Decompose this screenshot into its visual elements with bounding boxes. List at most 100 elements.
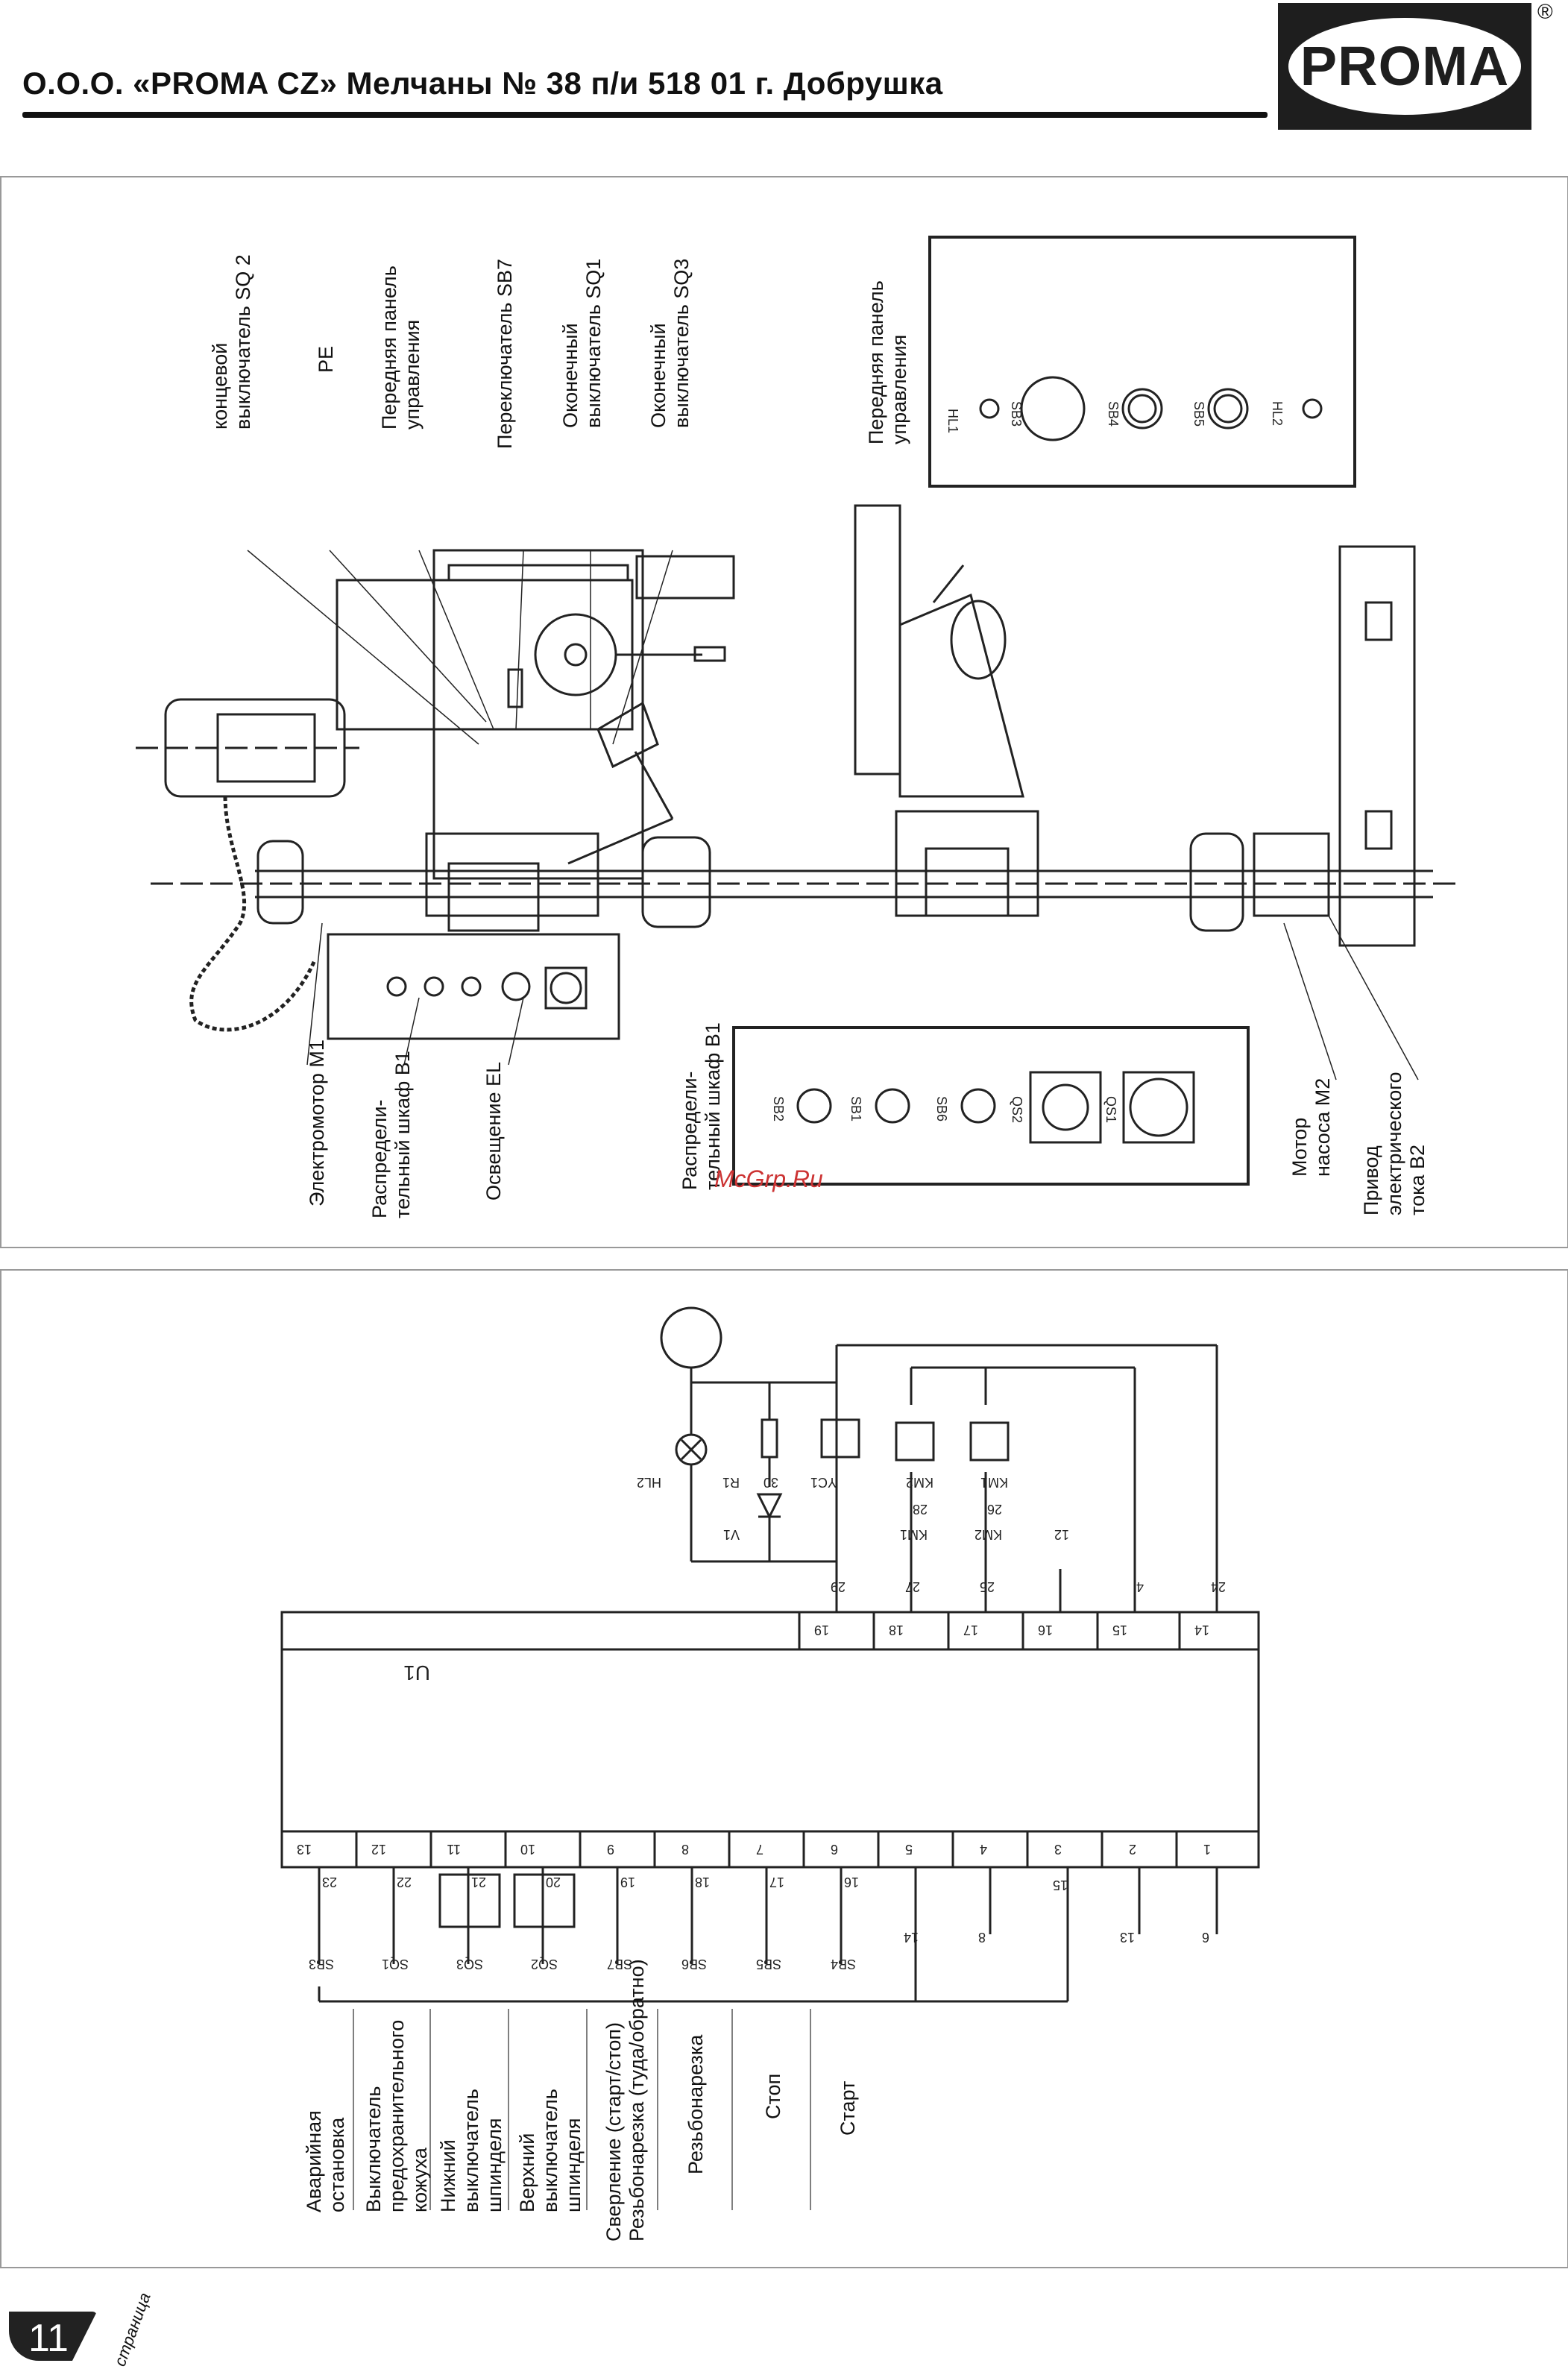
- module-label: U1: [403, 1661, 430, 1684]
- drawing-line: [680, 1438, 702, 1461]
- legend-upper-spindle-switch: Верхний выключатель шпинделя: [516, 2089, 585, 2212]
- drawing-circle: [796, 1088, 832, 1124]
- bottom-wire-10: 8: [978, 1930, 986, 1945]
- legend-2-line1: Нижний: [437, 2139, 459, 2212]
- drawing-line: [932, 564, 965, 603]
- top-wire-2: 27: [905, 1579, 920, 1594]
- drawing-circle: [1302, 398, 1323, 419]
- coupling-right: [1189, 832, 1244, 932]
- legend-lower-spindle-switch: Нижний выключатель шпинделя: [437, 2089, 506, 2212]
- drawing-circle: [1207, 388, 1249, 430]
- label-el-line1: Освещение EL: [482, 1061, 505, 1201]
- wiring-drawing: U1 19 18 17 16 15 14 29 27 25 12 4 24 13…: [280, 1306, 1260, 2210]
- coil-label-6: KM2: [906, 1475, 933, 1490]
- drawing-line: [1283, 922, 1337, 1080]
- drawing-circle: [1213, 394, 1243, 424]
- legend-1-line1: Выключатель: [362, 2086, 385, 2212]
- front-symbol-3: SB4: [1106, 401, 1121, 427]
- legend-2-line2: выключатель: [460, 2089, 482, 2212]
- label-front-panel-inset-line2: управления: [888, 334, 910, 444]
- bottom-wire-7: 17: [769, 1875, 784, 1890]
- label-sb7: Переключатель SB7: [494, 259, 517, 449]
- label-sq1: Оконечный выключатель SQ1: [559, 259, 605, 428]
- coil-label-9: 26: [987, 1502, 1002, 1517]
- cabinet-symbol-3: SB6: [934, 1096, 949, 1121]
- drawing-circle: [461, 976, 482, 997]
- bottom-terminal-7: 7: [756, 1842, 763, 1857]
- bottom-terminal-9: 5: [905, 1842, 913, 1857]
- front-panel-inset: [928, 236, 1356, 488]
- control-cabinet: [327, 933, 620, 1040]
- drawing-rect: [761, 1418, 778, 1459]
- drawing-line: [1328, 915, 1419, 1080]
- bottom-terminal-12: 2: [1129, 1842, 1136, 1857]
- drawing-g: U1 19 18 17 16 15 14 29 27 25 12 4 24 13…: [297, 1475, 1226, 1972]
- drawing-circle: [1129, 1077, 1188, 1137]
- drawing-g: [353, 2009, 811, 2210]
- drawing-line: [515, 550, 524, 730]
- switch-7: SB5: [756, 1957, 781, 1972]
- drawing-polygon: [756, 1493, 783, 1520]
- label-b2-line1: Привод: [1360, 1145, 1382, 1215]
- feed-box: [635, 555, 735, 600]
- label-b1-inset-line1: Распредели-: [678, 1071, 701, 1190]
- machine-drawing: HL1 SB3 SB4 SB5 HL2 SB2 SB1 SB6 QS2 QS1: [136, 236, 1455, 1186]
- drawing-circle: [386, 976, 407, 997]
- right-column: [1338, 545, 1416, 947]
- logo-text: PROMA: [1300, 35, 1510, 97]
- page-header: О.О.О. «PROMA CZ» Мелчаны № 38 п/и 518 0…: [22, 66, 1268, 125]
- coil-label-1: HL2: [637, 1475, 661, 1490]
- front-symbol-5: HL2: [1270, 401, 1285, 426]
- top-wire-6: 24: [1211, 1579, 1226, 1594]
- label-sq2: концевой выключатель SQ 2: [209, 254, 255, 430]
- drawing-g: [136, 236, 1455, 1186]
- drawing-rect: [1364, 601, 1393, 641]
- label-sb7-line1: Переключатель SB7: [494, 258, 516, 449]
- drawing-rect: [1122, 1071, 1195, 1144]
- drawing-rect: [693, 646, 726, 662]
- bottom-wire-6: 18: [695, 1875, 710, 1890]
- face-plate: [854, 504, 901, 775]
- carriage-right: [895, 810, 1039, 917]
- top-terminal-5: 15: [1112, 1623, 1127, 1637]
- drawing-circle: [501, 972, 531, 1001]
- module-u1: [280, 1611, 1260, 1869]
- switch-1: SB3: [309, 1957, 334, 1972]
- top-terminal-3: 17: [963, 1623, 978, 1637]
- label-el: Освещение EL: [482, 1062, 506, 1201]
- legend-drilling-threading: Сверление (старт/стоп) Резьбонарезка (ту…: [602, 1959, 649, 2241]
- drawing-rect: [969, 1421, 1010, 1462]
- bottom-terminal-5: 9: [607, 1842, 614, 1857]
- coil-label-5: YC1: [810, 1475, 837, 1490]
- bottom-terminal-3: 11: [447, 1842, 461, 1857]
- legend-5-line1: Резьбонарезка: [684, 2034, 707, 2174]
- legend-0-line2: остановка: [326, 2117, 348, 2212]
- label-sq1-line1: Оконечный: [559, 323, 582, 428]
- label-sq2-line2: выключатель SQ 2: [232, 254, 254, 430]
- page-word: страница: [110, 2290, 154, 2369]
- drawing-line: [567, 817, 673, 865]
- label-m2-line2: насоса M2: [1312, 1077, 1334, 1177]
- label-b2: Привод электрического тока B2: [1360, 1072, 1429, 1215]
- label-front-panel-inset-line1: Передняя панель: [865, 280, 887, 444]
- drawing-circle: [960, 1088, 996, 1124]
- legend-emergency-stop: Аварийная остановка: [303, 2110, 349, 2212]
- ground-symbol: [660, 1306, 722, 1369]
- drawing-rect: [820, 1418, 860, 1459]
- drawing-circle: [424, 976, 444, 997]
- drawing-circle: [564, 643, 588, 667]
- legend-0-line1: Аварийная: [303, 2110, 325, 2212]
- bottom-terminal-4: 10: [520, 1842, 535, 1857]
- label-b2-line3: тока B2: [1406, 1144, 1429, 1215]
- coil-label-8: 28: [913, 1502, 928, 1517]
- label-front-panel-inset: Передняя панель управления: [865, 280, 911, 444]
- drawing-line: [418, 550, 494, 730]
- legend-3-line3: шпинделя: [562, 2118, 585, 2212]
- legend-threading: Резьбонарезка: [684, 2035, 708, 2174]
- switch-6: SB6: [681, 1957, 707, 1972]
- label-m1-line1: Электромотор M1: [306, 1039, 328, 1206]
- drawing-rect: [1029, 1071, 1102, 1144]
- bottom-terminal-10: 4: [980, 1842, 987, 1857]
- machine-diagram-panel: HL1 SB3 SB4 SB5 HL2 SB2 SB1 SB6 QS2 QS1 …: [0, 176, 1568, 1248]
- label-sq2-line1: концевой: [209, 342, 231, 430]
